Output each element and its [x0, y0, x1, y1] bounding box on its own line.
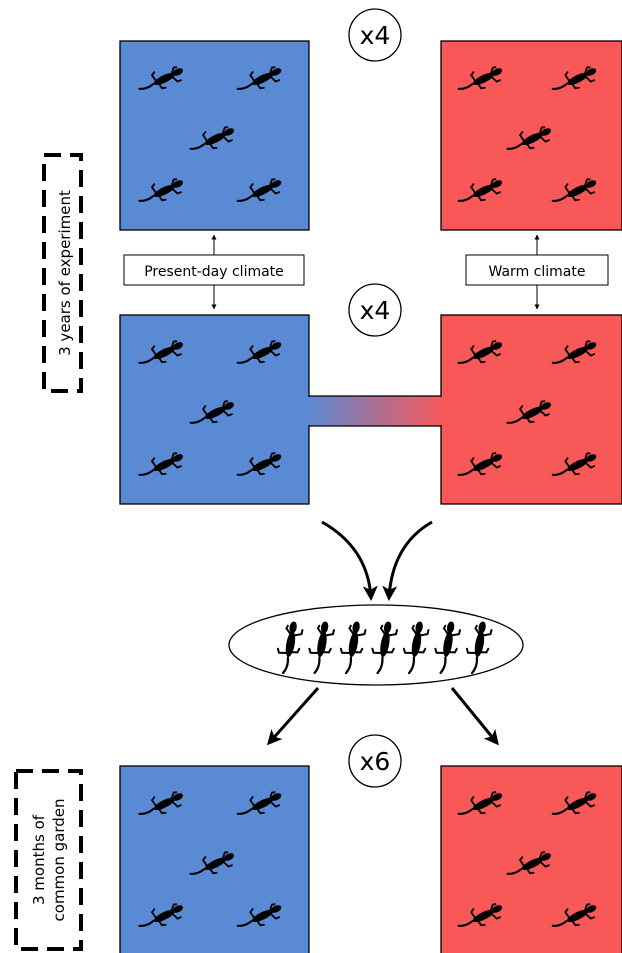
experiment-label: 3 years of experiment: [56, 190, 74, 356]
middle-enclosures: x4: [119, 283, 622, 505]
warm-climate-label: Warm climate: [489, 264, 586, 280]
bottom-enclosures: x6: [119, 734, 622, 953]
arrow-from-present: [321, 520, 378, 601]
warm-climate-box: [465, 254, 609, 286]
present-climate-label: Present-day climate: [144, 264, 284, 280]
corridor-opening: [307, 397, 443, 425]
converging-arrows: [321, 520, 433, 601]
multiplier-bottom: x6: [348, 734, 402, 788]
present-climate-box: [123, 254, 305, 286]
garden-dashed-box: [14, 769, 83, 951]
climate-warm-group: Warm climate: [465, 234, 609, 310]
multiplier-bottom-text: x6: [360, 747, 391, 776]
pool-group: [228, 604, 524, 686]
multiplier-middle-text: x4: [360, 296, 391, 325]
climate-present-group: Present-day climate: [123, 234, 305, 310]
multiplier-top-text: x4: [360, 21, 391, 50]
top-enclosures: x4: [119, 8, 622, 231]
experiment-bracket: 3 years of experiment: [42, 153, 83, 393]
arrow-to-warm: [450, 687, 499, 746]
diverging-arrows: [267, 687, 499, 746]
arrow-from-warm: [382, 520, 433, 601]
garden-label-line2: common garden: [50, 799, 68, 922]
experiment-dashed-box: [42, 153, 83, 393]
arrow-to-present: [267, 687, 320, 746]
garden-bracket: 3 months of common garden: [14, 769, 83, 951]
garden-label-line1: 3 months of: [30, 814, 48, 905]
multiplier-top: x4: [348, 8, 402, 62]
multiplier-middle: x4: [348, 283, 402, 337]
